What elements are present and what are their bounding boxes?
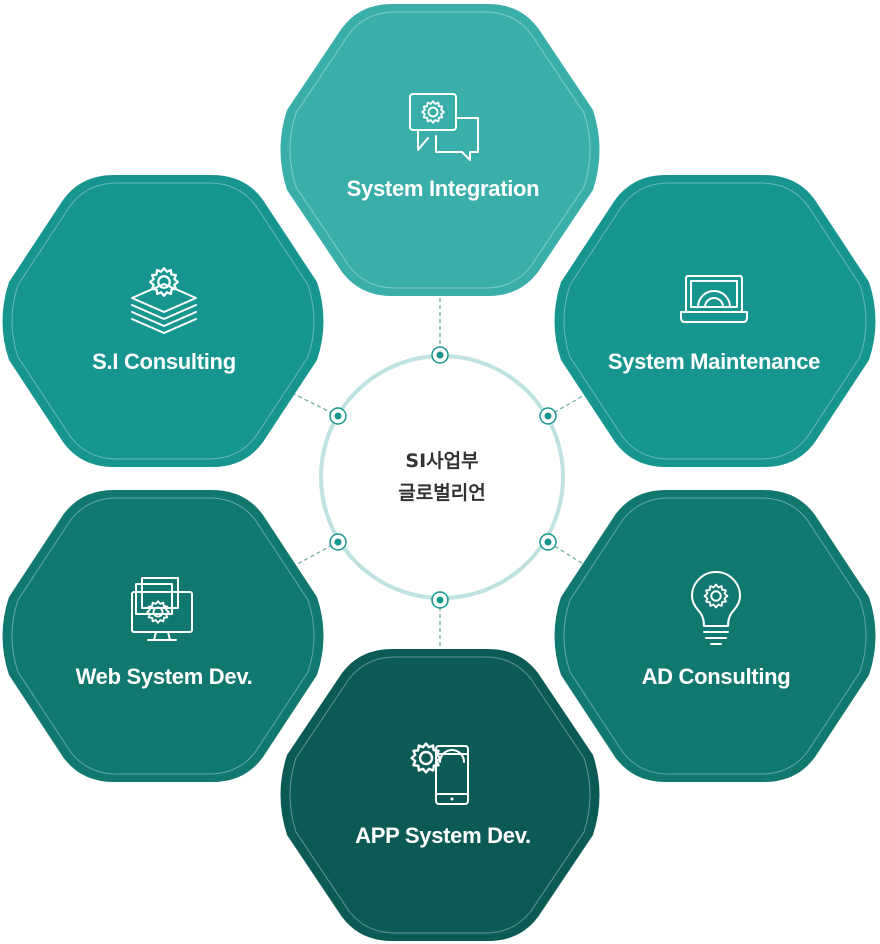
connection-dots: [329, 346, 557, 609]
center-title: SI사업부: [405, 450, 478, 472]
hexagon-web-system-dev: Web System Dev.: [2, 490, 324, 782]
dot-bottom: [431, 591, 449, 609]
hexagon-label: S.I Consulting: [92, 349, 236, 374]
hexagon-si-consulting: S.I Consulting: [2, 175, 324, 467]
dot-lower-left: [329, 533, 347, 551]
hexagon-label: System Integration: [347, 176, 540, 201]
hexagon-label: APP System Dev.: [355, 823, 531, 848]
hexagon-system-integration: System Integration: [280, 4, 600, 296]
dot-top: [431, 346, 449, 364]
hexagon-label: AD Consulting: [642, 664, 791, 689]
chat-gear-icon: [409, 93, 479, 161]
hexagon-label: Web System Dev.: [76, 664, 253, 689]
layers-gear-icon: [131, 267, 197, 334]
center-hub: SI사업부 글로벌리언: [319, 354, 565, 600]
connector-lower-right: [547, 541, 589, 568]
hexagon-label: System Maintenance: [608, 349, 820, 374]
hexagon-ad-consulting: AD Consulting: [554, 490, 876, 782]
hexagon-app-system-dev: APP System Dev.: [280, 649, 600, 941]
dot-upper-left: [329, 407, 347, 425]
lightbulb-gear-icon: [691, 571, 741, 645]
dot-lower-right: [539, 533, 557, 551]
center-subtitle: 글로벌리언: [398, 482, 485, 504]
phone-gear-icon: [410, 742, 469, 805]
monitor-gear-icon: [131, 577, 193, 641]
dot-upper-right: [539, 407, 557, 425]
hexagon-system-maintenance: System Maintenance: [554, 175, 876, 467]
laptop-gear-icon: [680, 275, 748, 323]
